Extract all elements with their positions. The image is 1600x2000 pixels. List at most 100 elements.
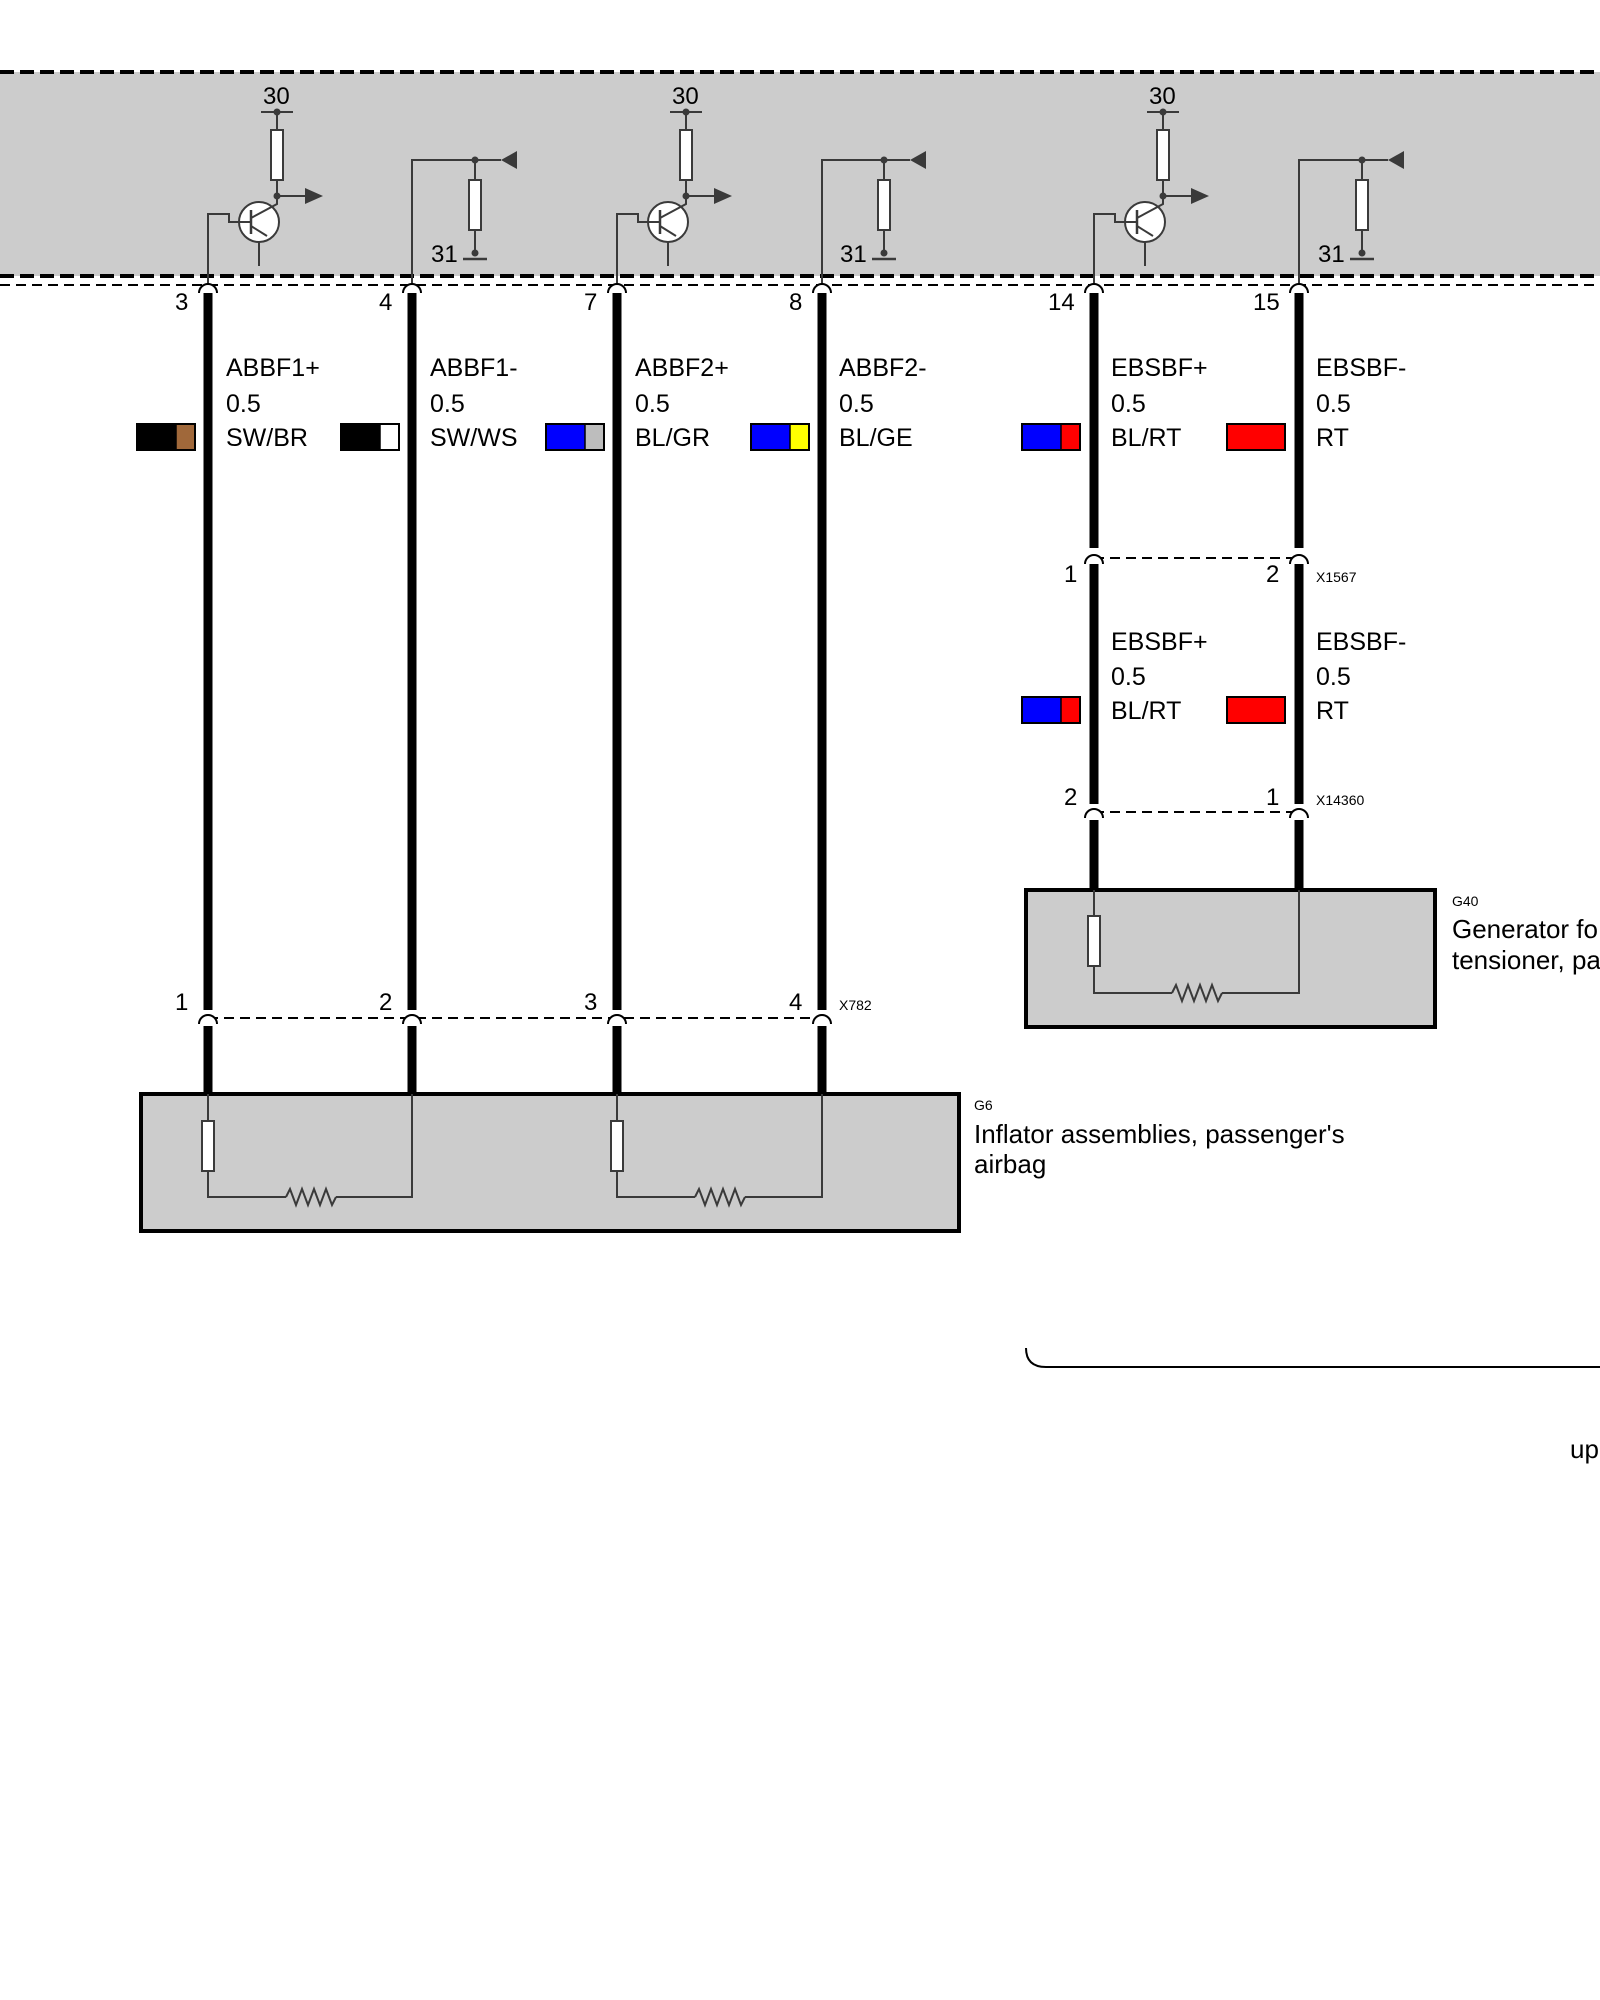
resistor-icon: [679, 129, 693, 181]
wire-color-swatch: [1021, 696, 1081, 724]
wire-color: RT: [1316, 424, 1349, 452]
wire-color-swatch: [1021, 423, 1081, 451]
swatch-primary: [1226, 423, 1286, 451]
wire-color-swatch: [1226, 423, 1286, 451]
node-dot: [880, 249, 888, 257]
pin-module-15: 15: [1253, 289, 1280, 316]
pin-module-7: 7: [584, 289, 597, 316]
wire-color: SW/BR: [226, 424, 308, 452]
swatch-secondary: [380, 425, 398, 449]
wire-signal: ABBF1+: [226, 354, 320, 382]
g40-resistor-icon: [1087, 915, 1101, 967]
transistor-output-lead: [616, 213, 660, 286]
wire-label-abbf2-plus: ABBF2+ 0.5 BL/GR: [635, 354, 729, 452]
driver-transistor-stage: 30: [616, 83, 732, 286]
pin-contact-icon: [812, 1014, 832, 1025]
wire-signal: EBSBF-: [1316, 628, 1406, 656]
wire-label-abbf1-minus: ABBF1- 0.5 SW/WS: [430, 354, 518, 452]
transistor-collector: [659, 198, 687, 219]
pin-arcs: [198, 283, 1309, 1025]
pin-x782-1: 1: [175, 989, 188, 1016]
ground-31-label: 31: [1318, 241, 1345, 268]
wire-color: SW/WS: [430, 424, 518, 452]
wire-color-swatch: [1226, 696, 1286, 724]
swatch-primary: [547, 425, 585, 449]
g6-squib-icon-1: [285, 1186, 337, 1208]
signal-arrow-icon: [1388, 151, 1404, 169]
wire-label-ebsbf-minus: EBSBF- 0.5 RT: [1316, 354, 1406, 452]
wire-signal: EBSBF-: [1316, 354, 1406, 382]
pin-contact-icon: [607, 283, 627, 294]
g6-resistor-icon-2: [610, 1120, 624, 1172]
ground-31-label: 31: [840, 241, 867, 268]
ground-sense-stage: 31: [821, 151, 926, 286]
swatch-secondary: [1061, 698, 1079, 722]
transistor-emitter: [1136, 225, 1154, 237]
component-g6-name-2: airbag: [974, 1149, 1046, 1179]
variant-bracket: [1025, 1347, 1600, 1368]
wire-color-swatch: [545, 423, 605, 451]
component-g6: G6 Inflator assemblies, passenger's airb…: [139, 1092, 1345, 1233]
wire-label-ebsbf-plus-lower: EBSBF+ 0.5 BL/RT: [1111, 628, 1208, 725]
pin-contact-icon: [1289, 554, 1309, 565]
transistor-collector: [1136, 198, 1164, 219]
supply-30-label: 30: [1149, 83, 1176, 110]
pin-contact-icon: [1084, 283, 1104, 294]
pin-module-3: 3: [175, 289, 188, 316]
wire-size: 0.5: [1111, 390, 1146, 418]
g6-lead-4: [745, 1094, 823, 1198]
wire-label-abbf2-minus: ABBF2- 0.5 BL/GE: [839, 354, 927, 452]
pin-x1567-1: 1: [1064, 561, 1077, 588]
pin-x782-3: 3: [584, 989, 597, 1016]
node-dot: [471, 249, 479, 257]
wire-color-swatch: [750, 423, 810, 451]
wire-size: 0.5: [1111, 663, 1146, 691]
ground-sense-stage: 31: [411, 151, 517, 286]
pin-contact-icon: [1084, 808, 1104, 819]
wire-size: 0.5: [430, 390, 465, 418]
wire-signal: EBSBF+: [1111, 628, 1208, 656]
signal-arrow-icon: [1191, 188, 1209, 204]
transistor-collector: [250, 198, 278, 219]
pin-contact-icon: [1289, 283, 1309, 294]
g40-lead-right: [1222, 890, 1300, 994]
wires: [203, 287, 1304, 1092]
resistor-icon: [877, 179, 891, 231]
ground-sense-stage: 31: [1298, 151, 1404, 286]
pin-x1567-2: 2: [1266, 561, 1279, 588]
node-dot: [273, 108, 281, 116]
wire-size: 0.5: [1316, 390, 1351, 418]
swatch-primary: [138, 425, 176, 449]
g40-lead-bottom-left: [1093, 966, 1172, 994]
wire-color-swatch: [136, 423, 196, 451]
control-module-body: [0, 72, 1600, 276]
wire-signal: EBSBF+: [1111, 354, 1208, 382]
connector-x1567-id: X1567: [1316, 569, 1357, 585]
wire-color: BL/RT: [1111, 424, 1181, 452]
swatch-primary: [1226, 696, 1286, 724]
swatch-primary: [342, 425, 380, 449]
pin-contact-icon: [198, 283, 218, 294]
pin-x14360-1: 1: [1266, 784, 1279, 811]
wire-color: BL/GR: [635, 424, 710, 452]
pin-contact-icon: [1084, 554, 1104, 565]
node-dot: [1358, 249, 1366, 257]
pin-module-4: 4: [379, 289, 392, 316]
component-g6-body: [139, 1092, 961, 1233]
wire-label-ebsbf-minus-lower: EBSBF- 0.5 RT: [1316, 628, 1406, 725]
ground-31-label: 31: [431, 241, 458, 268]
supply-30-label: 30: [672, 83, 699, 110]
component-g40-id: G40: [1452, 893, 1479, 909]
connector-x782-id: X782: [839, 997, 872, 1013]
wire-size: 0.5: [226, 390, 261, 418]
wire-size: 0.5: [839, 390, 874, 418]
driver-transistor-stage: 30: [1093, 83, 1209, 286]
wire-color: BL/RT: [1111, 697, 1181, 725]
transistor-output-lead: [1093, 213, 1137, 286]
node-dot: [682, 108, 690, 116]
g6-lead-3-bottom: [616, 1171, 695, 1198]
wire-size: 0.5: [635, 390, 670, 418]
wire-label-ebsbf-plus: EBSBF+ 0.5 BL/RT: [1111, 354, 1208, 452]
